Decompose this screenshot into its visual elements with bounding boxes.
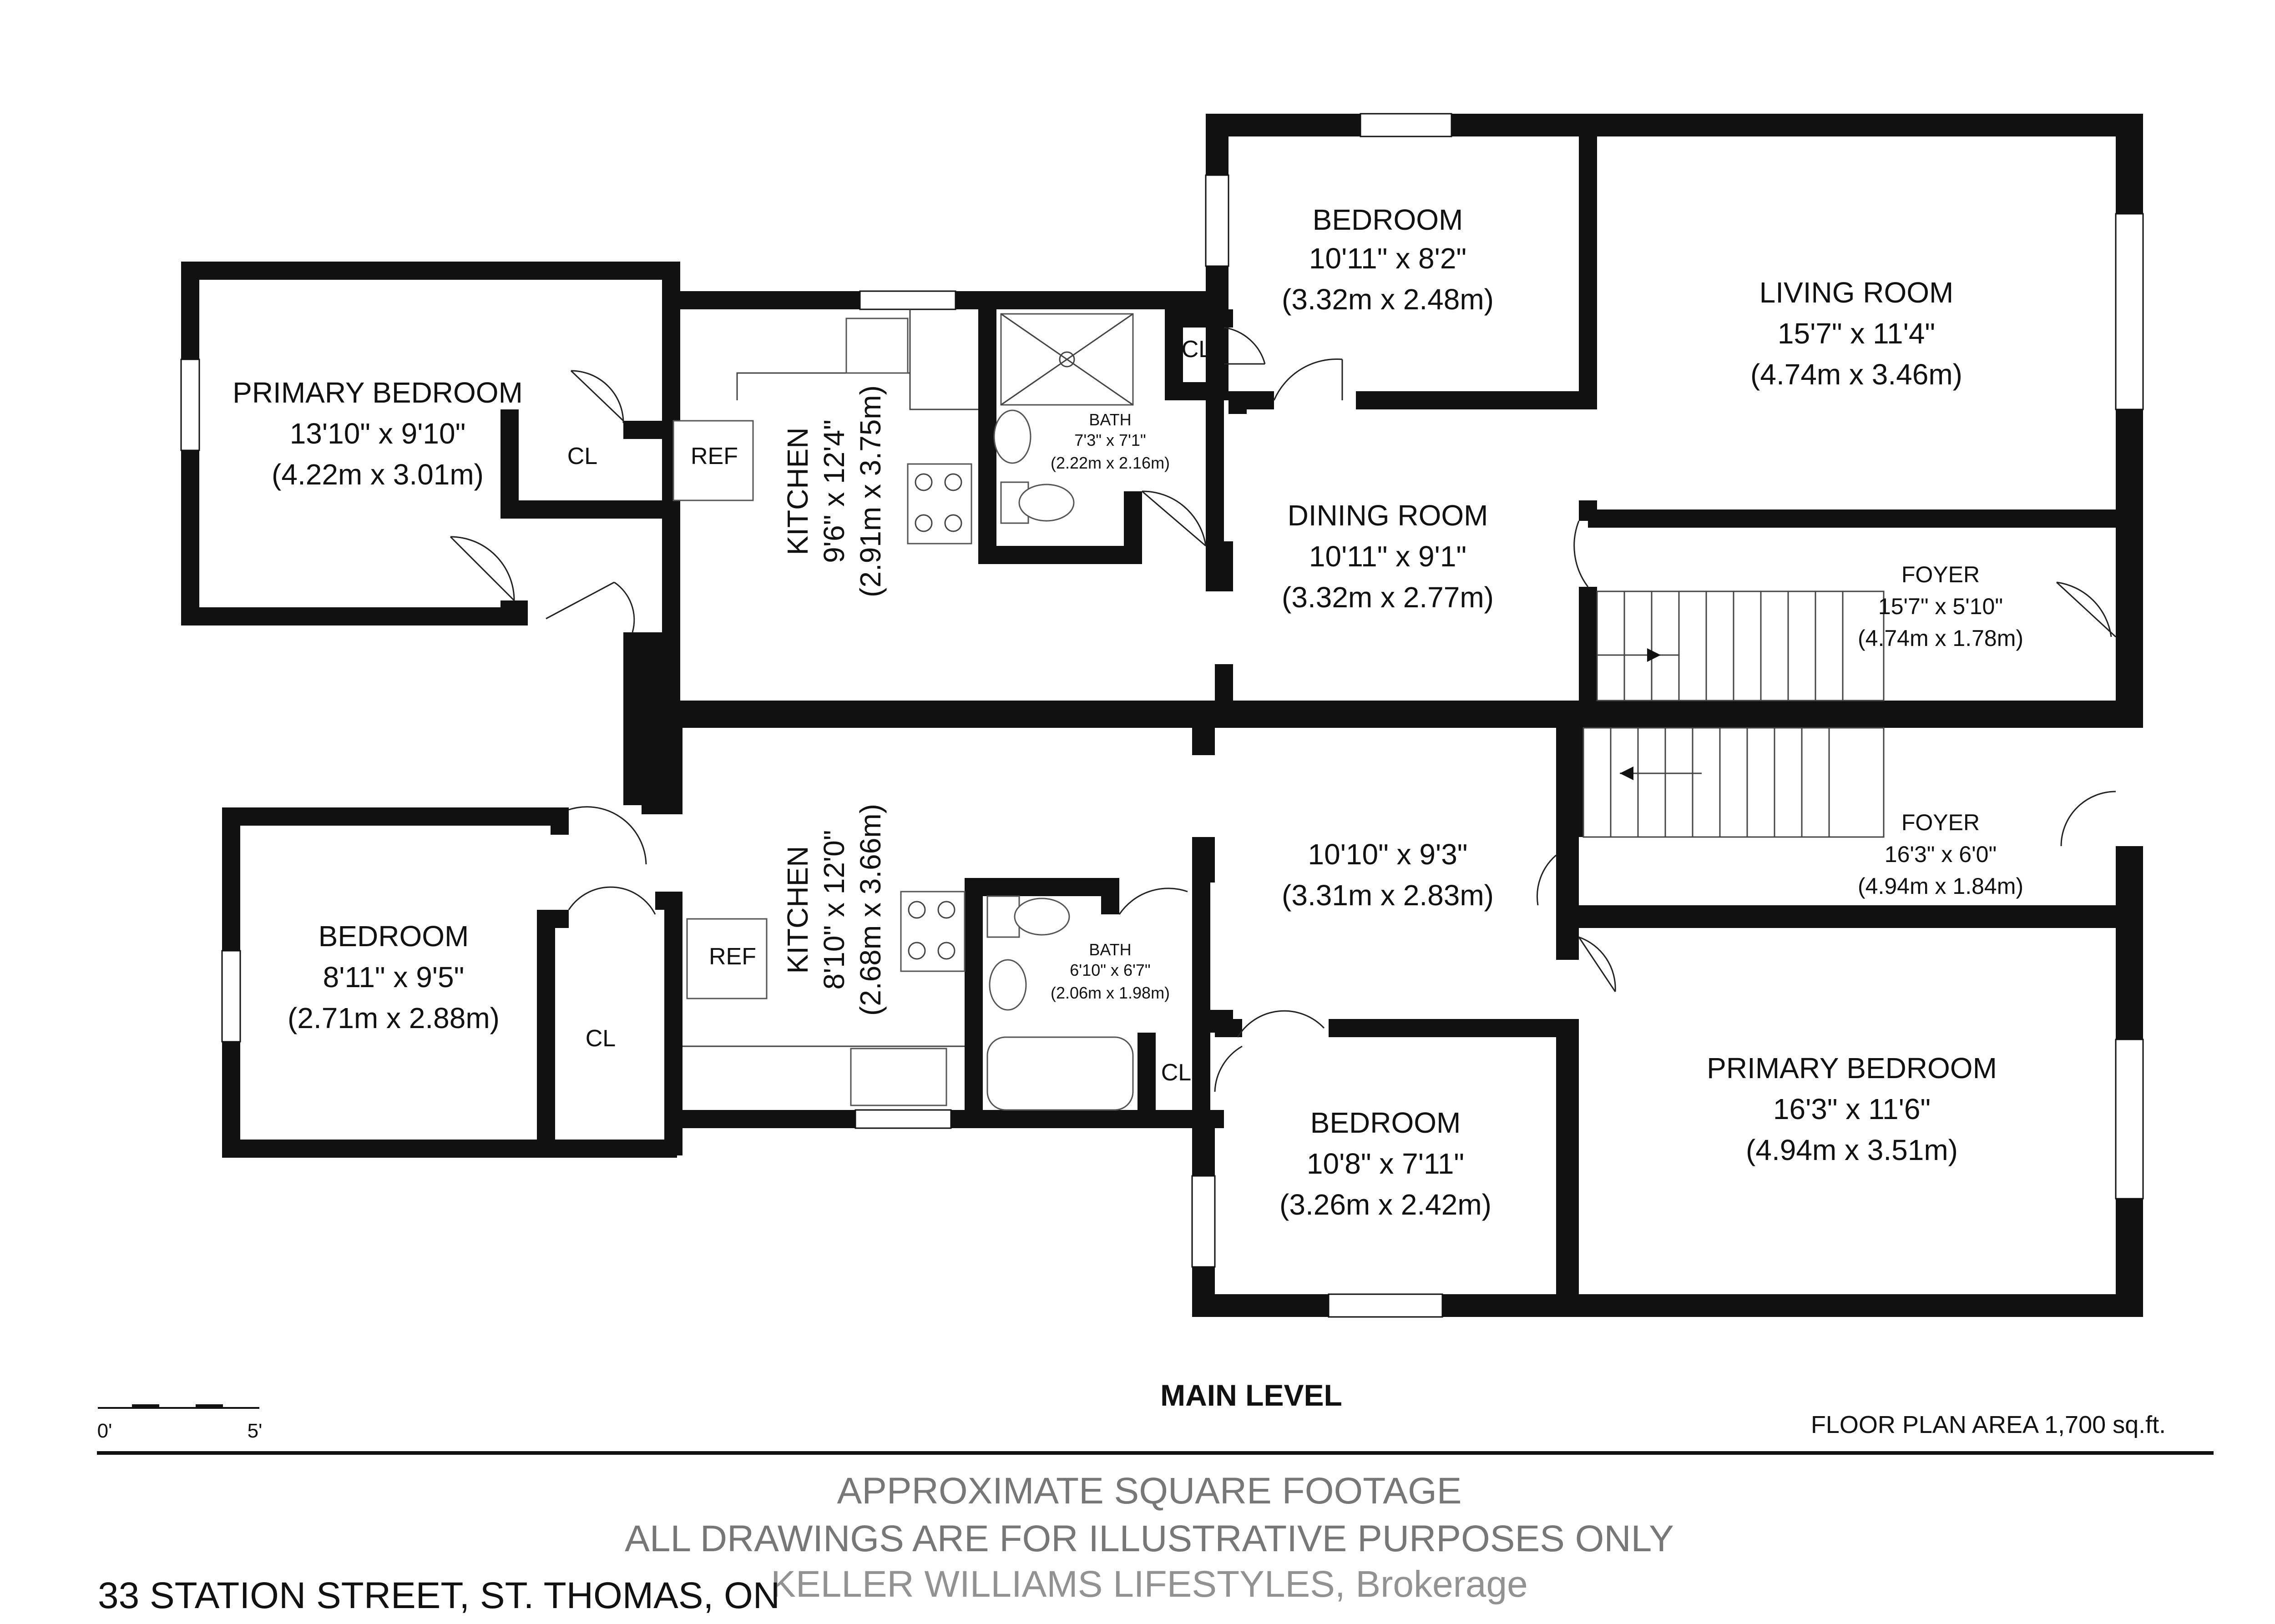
lower-foyer-imperial: 16'3" x 6'0" (1885, 842, 1997, 867)
brokerage-watermark: KELLER WILLIAMS LIFESTYLES, Brokerage (771, 1563, 1527, 1605)
lower-bedroom-imperial: 10'8" x 7'11" (1307, 1147, 1464, 1180)
lower-tub-icon (986, 1036, 1134, 1111)
upper-fridge-icon (672, 420, 754, 501)
room-labels: PRIMARY BEDROOM 13'10" x 9'10" (4.22m x … (233, 203, 2023, 1221)
living-room-metric: (4.74m x 3.46m) (1750, 358, 1962, 391)
upper-kitchen-imperial: 9'6" x 12'4" (818, 419, 850, 563)
upper-bedroom-imperial: 10'11" x 8'2" (1309, 242, 1466, 275)
lower-bedroom-metric: (3.26m x 2.42m) (1279, 1188, 1491, 1221)
upper-foyer-metric: (4.74m x 1.78m) (1858, 625, 2023, 651)
lower-primary-bedroom-imperial: 16'3" x 11'6" (1773, 1093, 1931, 1125)
scale-start-label: 0' (97, 1420, 112, 1442)
upper-foyer-imperial: 15'7" x 5'10" (1878, 594, 2003, 619)
property-address: 33 STATION STREET, ST. THOMAS, ON (98, 1575, 780, 1616)
scale-bar: 0' 5' (97, 1404, 263, 1442)
lower-left-closet-label: CL (586, 1025, 616, 1052)
lower-toilet-tank-icon (986, 895, 1020, 938)
door-swings (450, 327, 2117, 1092)
lower-kitchen-imperial: 8'10" x 12'0" (818, 830, 850, 990)
upper-kitchen-label: KITCHEN (781, 428, 814, 555)
lower-left-bedroom-metric: (2.71m x 2.88m) (288, 1002, 500, 1034)
upper-primary-bedroom-label: PRIMARY BEDROOM (233, 376, 523, 409)
lower-bath-label: BATH (1089, 940, 1131, 959)
lower-stove-icon (900, 891, 966, 972)
upper-foyer-label: FOYER (1901, 562, 1980, 587)
living-room-label: LIVING ROOM (1759, 276, 1954, 309)
lower-fridge-label: REF (709, 943, 756, 970)
upper-bath-label: BATH (1089, 410, 1131, 429)
upper-primary-bedroom-imperial: 13'10" x 9'10" (290, 417, 466, 450)
dining-room-imperial: 10'11" x 9'1" (1309, 540, 1466, 573)
lower-primary-bedroom-label: PRIMARY BEDROOM (1707, 1052, 1997, 1084)
lower-left-bedroom-label: BEDROOM (318, 920, 469, 953)
disclaimer-line-2: ALL DRAWINGS ARE FOR ILLUSTRATIVE PURPOS… (625, 1518, 1674, 1559)
lower-fridge-icon (686, 918, 768, 999)
living-room-imperial: 15'7" x 11'4" (1778, 317, 1935, 350)
upper-primary-bedroom-metric: (4.22m x 3.01m) (272, 458, 484, 491)
lower-living-metric: (3.31m x 2.83m) (1282, 879, 1494, 912)
lower-bath-imperial: 6'10" x 6'7" (1070, 961, 1150, 979)
disclaimer-line-1: APPROXIMATE SQUARE FOOTAGE (837, 1470, 1462, 1512)
upper-sink-icon (845, 318, 909, 374)
lower-bedroom-label: BEDROOM (1310, 1106, 1461, 1139)
scale-end-label: 5' (248, 1420, 263, 1442)
lower-kitchen-metric: (2.68m x 3.66m) (854, 804, 887, 1016)
lower-stairs (1582, 727, 1885, 838)
upper-kitchen-metric: (2.91m x 3.75m) (854, 385, 887, 597)
level-title: MAIN LEVEL (1160, 1378, 1342, 1412)
floor-area-label: FLOOR PLAN AREA 1,700 sq.ft. (1811, 1411, 2166, 1438)
lower-left-bedroom-imperial: 8'11" x 9'5" (323, 961, 465, 994)
lower-foyer-label: FOYER (1901, 810, 1980, 835)
upper-bedroom-metric: (3.32m x 2.48m) (1282, 283, 1494, 316)
upper-bath-metric: (2.22m x 2.16m) (1051, 454, 1170, 472)
lower-sink-icon (850, 1048, 947, 1106)
lower-foyer-metric: (4.94m x 1.84m) (1858, 873, 2023, 899)
lower-bath-sink-icon (989, 959, 1027, 1011)
lower-bath-closet-label: CL (1161, 1059, 1191, 1086)
windows (180, 113, 2144, 1318)
footer-divider (97, 1451, 2214, 1455)
lower-living-imperial: 10'10" x 9'3" (1308, 838, 1468, 871)
upper-bath-imperial: 7'3" x 7'1" (1074, 431, 1146, 449)
lower-primary-bedroom-metric: (4.94m x 3.51m) (1746, 1134, 1958, 1166)
upper-bath-closet-label: CL (1182, 336, 1212, 363)
fixtures (672, 309, 1885, 1111)
dining-room-label: DINING ROOM (1288, 499, 1488, 532)
upper-fridge-label: REF (691, 443, 738, 469)
upper-stove-icon (907, 463, 972, 545)
walls (181, 114, 2143, 1317)
upper-bedroom-label: BEDROOM (1313, 203, 1463, 236)
dining-room-metric: (3.32m x 2.77m) (1282, 581, 1494, 614)
upper-toilet-icon (1018, 484, 1075, 522)
upper-bath-sink-icon (993, 409, 1031, 464)
lower-kitchen-label: KITCHEN (781, 846, 814, 974)
upper-stairs (1596, 590, 1885, 701)
lower-toilet-icon (1014, 898, 1070, 936)
lower-bath-metric: (2.06m x 1.98m) (1051, 983, 1170, 1002)
upper-primary-closet-label: CL (567, 443, 597, 469)
